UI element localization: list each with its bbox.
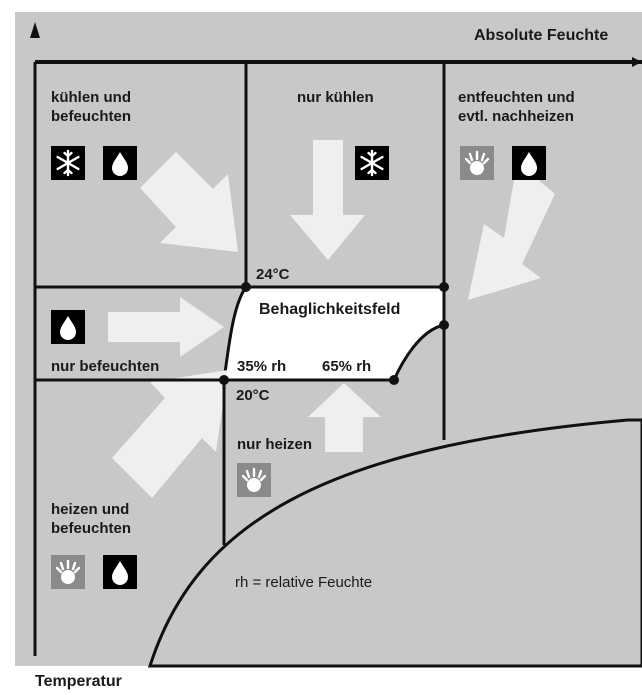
x-axis-label: Temperatur (35, 673, 122, 690)
heater-icon (460, 146, 494, 180)
junction-dot (389, 375, 399, 385)
junction-dot (219, 375, 229, 385)
x-axis-arrowhead (632, 57, 642, 67)
rh-upper-label: 65% rh (322, 358, 372, 375)
legend-note: rh = relative Feuchte (235, 574, 373, 591)
zone-label-humidify-only: nur befeuchten (51, 358, 160, 375)
junction-dot (439, 320, 449, 330)
zone-label-heat-humidify: heizen und befeuchten (51, 501, 132, 537)
junction-dot (439, 282, 449, 292)
arrow-heat-only (308, 383, 381, 452)
zone-label-cool-humidify: kühlen und befeuchten (51, 89, 132, 125)
saturation-curve-region (147, 418, 642, 668)
temp-lower-label: 20°C (236, 387, 270, 404)
arrow-heat-humidify (112, 370, 228, 498)
arrow-cool-humidify (140, 152, 238, 252)
snowflake-icon (355, 146, 389, 180)
rh-lower-label: 35% rh (237, 358, 287, 375)
heater-icon (51, 555, 85, 589)
temp-upper-label: 24°C (256, 266, 290, 283)
zone-label-dehumidify-reheat: entfeuchten und evtl. nachheizen (458, 89, 575, 125)
arrow-cool-only (290, 140, 365, 260)
arrow-dehumidify (468, 162, 555, 300)
y-axis-label: Absolute Feuchte (474, 27, 609, 44)
zone-label-heat-only: nur heizen (237, 436, 313, 453)
water-drop-icon (103, 146, 137, 180)
comfort-field-title: Behaglichkeitsfeld (259, 301, 401, 318)
water-drop-icon (512, 146, 546, 180)
junction-dot (241, 282, 251, 292)
zone-label-cool-only: nur kühlen (297, 89, 374, 106)
snowflake-icon (51, 146, 85, 180)
arrow-humidify-only (108, 297, 224, 357)
heater-icon (237, 463, 271, 497)
water-drop-icon (51, 310, 85, 344)
water-drop-icon (103, 555, 137, 589)
y-axis-arrowhead (30, 22, 40, 38)
